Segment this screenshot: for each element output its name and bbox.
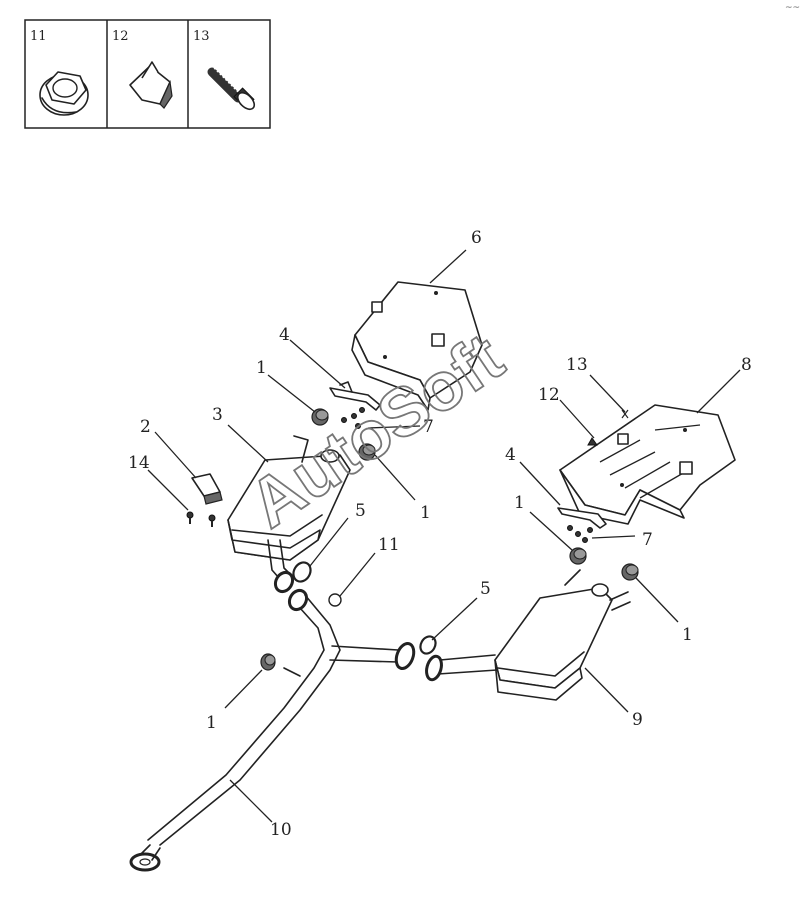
front-muffler-3 xyxy=(227,435,351,587)
rear-muffler-9 xyxy=(425,569,631,701)
heat-shield-8 xyxy=(559,404,736,525)
bracket-4-upper xyxy=(329,381,381,429)
y-pipe-10 xyxy=(129,594,416,872)
bracket-2 xyxy=(186,473,223,527)
callout-9: 9 xyxy=(632,710,643,730)
callout-13: 13 xyxy=(566,355,588,375)
callout-12: 12 xyxy=(538,385,560,405)
legend-num-13: 13 xyxy=(193,29,210,44)
rubber-mount-1d xyxy=(621,563,639,581)
callout-2: 2 xyxy=(140,417,151,437)
callout-4-upper: 4 xyxy=(279,325,290,345)
callout-3: 3 xyxy=(212,405,223,425)
callout-8: 8 xyxy=(741,355,752,375)
legend-num-11: 11 xyxy=(30,29,47,44)
legend-box: 11 12 13 xyxy=(24,19,271,129)
rubber-mount-1c xyxy=(569,547,587,565)
callout-10: 10 xyxy=(270,820,292,840)
callout-numbers: 6 4 1 3 2 14 7 1 5 11 13 12 8 4 1 7 5 1 … xyxy=(128,228,752,840)
heat-shield-6 xyxy=(351,281,483,411)
callout-14: 14 xyxy=(128,453,150,473)
clip-icon xyxy=(129,61,173,109)
callout-4-lower: 4 xyxy=(505,445,516,465)
gasket-5-rear xyxy=(419,635,437,655)
bolt-13-marker xyxy=(621,409,629,419)
leader-lines xyxy=(147,249,741,823)
callout-1-center: 1 xyxy=(420,503,431,523)
bracket-4-lower xyxy=(557,507,607,543)
callout-5-rear: 5 xyxy=(480,579,491,599)
callout-1-lower: 1 xyxy=(514,493,525,513)
rubber-mount-1e xyxy=(260,653,276,671)
gasket-5-front xyxy=(273,561,312,594)
callout-1-right: 1 xyxy=(682,625,693,645)
callout-7-lower: 7 xyxy=(642,530,653,550)
flange-front xyxy=(287,588,309,612)
clip-12-marker xyxy=(587,437,598,446)
callout-1-upper-left: 1 xyxy=(256,358,267,378)
callout-11: 11 xyxy=(378,535,400,555)
rubber-mount-1a xyxy=(311,408,329,426)
corner-mark: ~~ xyxy=(785,3,800,13)
nut-11-marker xyxy=(328,593,342,607)
legend-num-12: 12 xyxy=(112,29,129,44)
nut-icon xyxy=(39,71,89,116)
callout-1-bottom-left: 1 xyxy=(206,713,217,733)
bolt-icon xyxy=(207,67,256,111)
rubber-mount-1b xyxy=(358,443,376,461)
callout-6: 6 xyxy=(471,228,482,248)
callout-5-front: 5 xyxy=(355,501,366,521)
callout-7-upper: 7 xyxy=(423,417,434,437)
